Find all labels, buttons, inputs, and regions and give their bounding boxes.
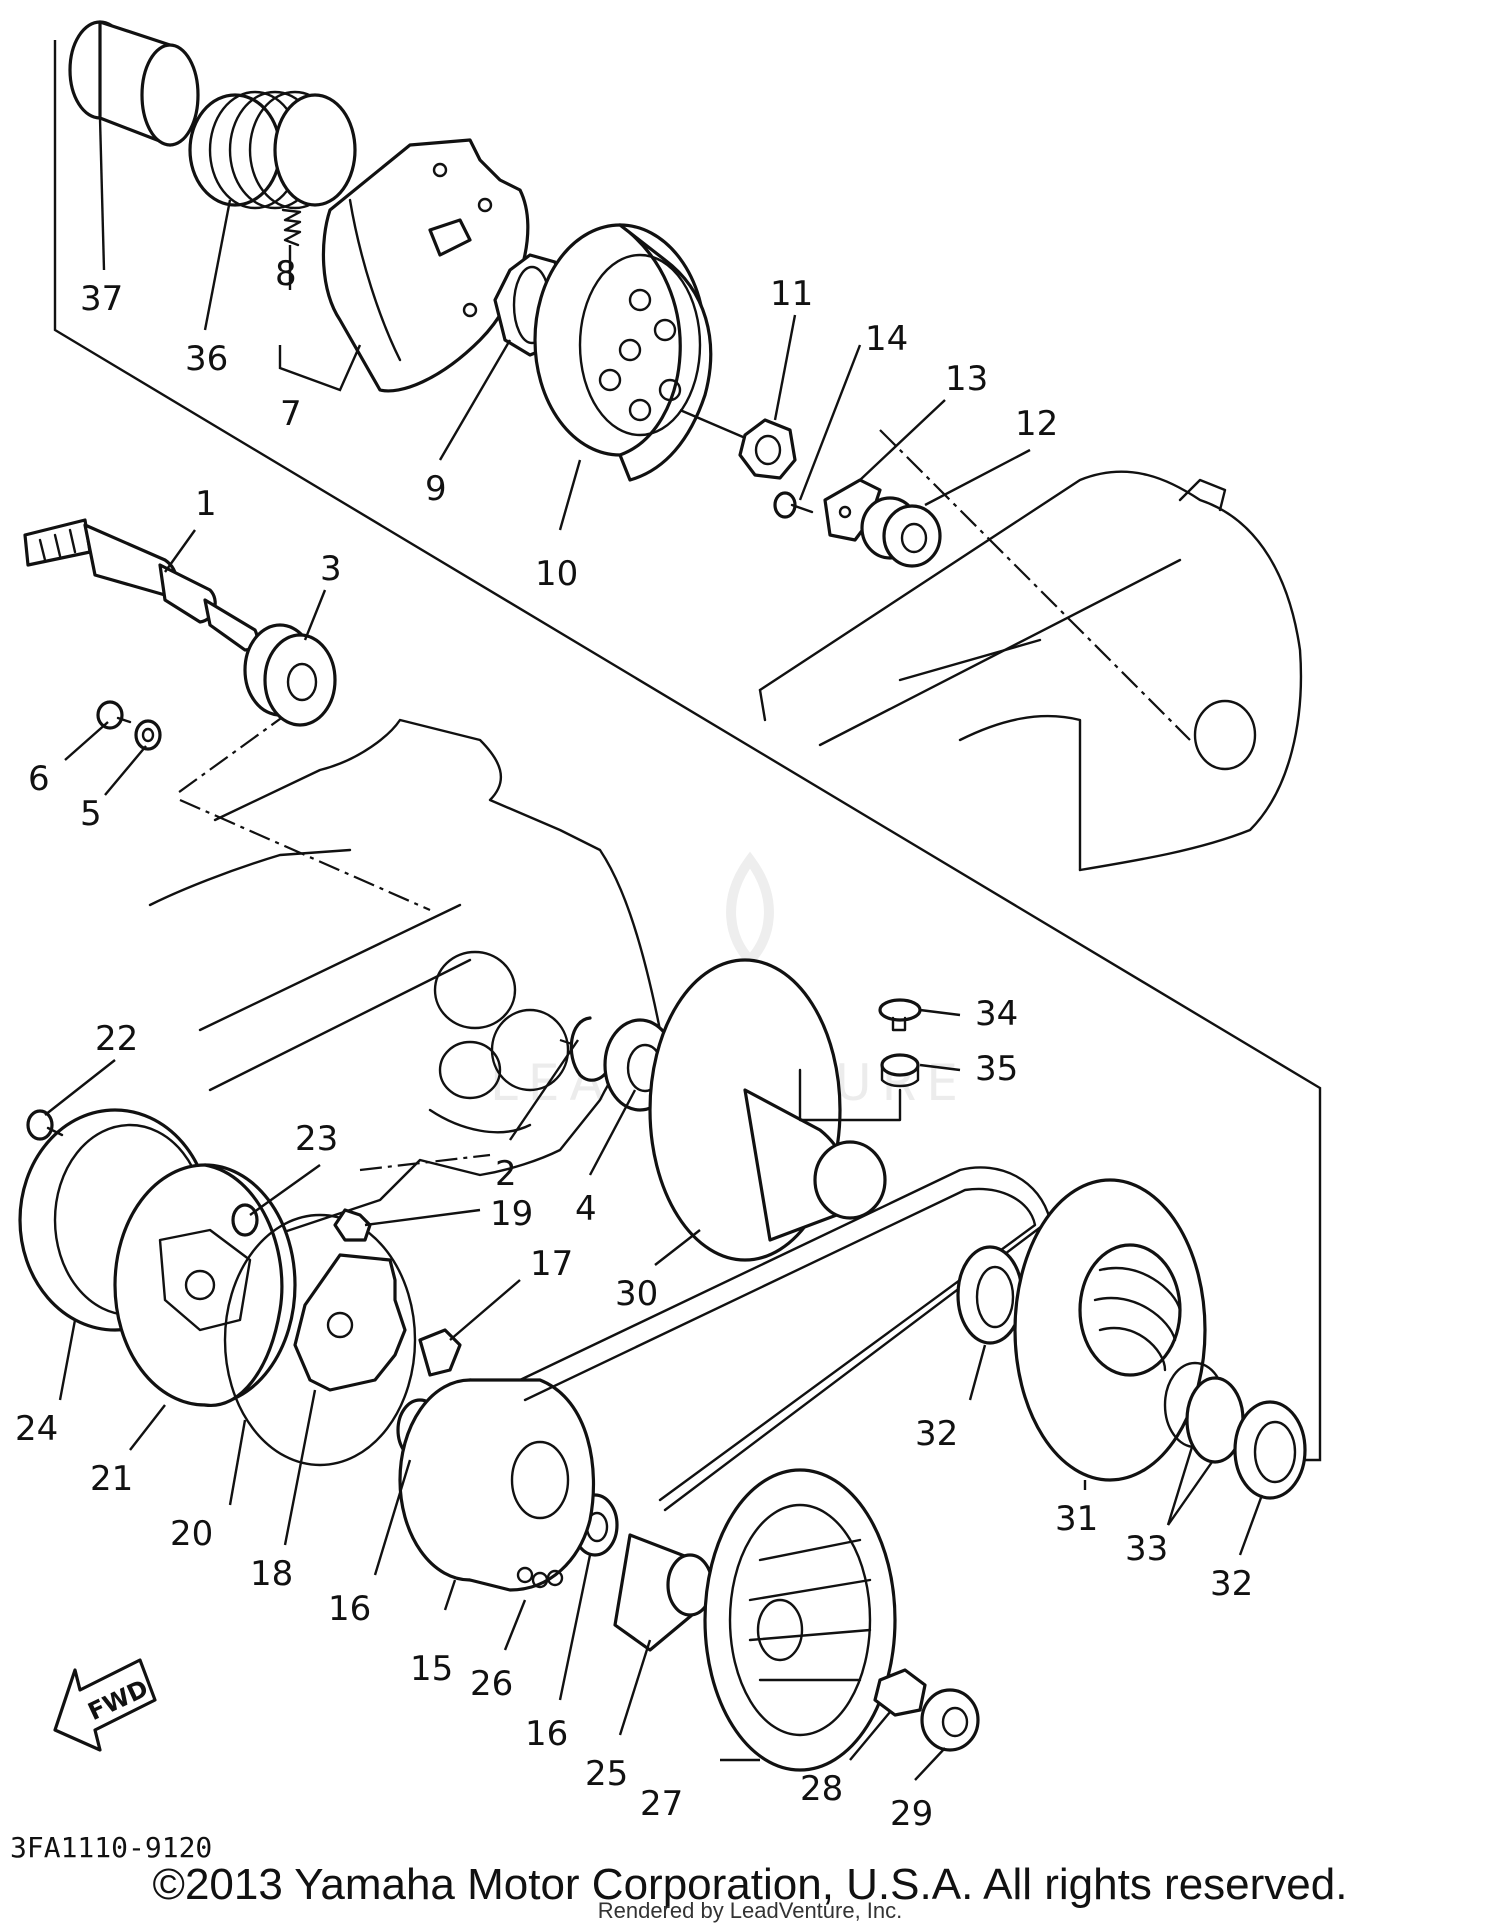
leader-lines bbox=[44, 117, 1264, 1781]
callout-18: 18 bbox=[250, 1554, 293, 1594]
part-8-small-spring bbox=[281, 208, 302, 247]
part-10-clutch-housing bbox=[533, 223, 751, 482]
callout-23: 23 bbox=[295, 1119, 338, 1159]
callout-15: 15 bbox=[410, 1649, 453, 1689]
callout-8: 8 bbox=[275, 254, 297, 294]
callout-27: 27 bbox=[640, 1784, 683, 1824]
callout-24: 24 bbox=[15, 1409, 58, 1449]
callout-10: 10 bbox=[535, 554, 578, 594]
part-17-slider bbox=[418, 1328, 462, 1377]
part-3-bearing bbox=[243, 623, 337, 727]
crankcase-housing bbox=[148, 718, 662, 1262]
part-20-ring bbox=[223, 1213, 417, 1467]
diagram-code: 3FA1110-9120 bbox=[10, 1831, 212, 1864]
copyright-notice: ©2013 Yamaha Motor Corporation, U.S.A. A… bbox=[152, 1860, 1348, 1909]
callout-5: 5 bbox=[80, 794, 102, 834]
part-6-bolt bbox=[96, 700, 132, 730]
part-7-clutch-carrier bbox=[321, 138, 530, 393]
callout-2: 2 bbox=[495, 1154, 517, 1194]
callout-6: 6 bbox=[28, 759, 50, 799]
part-25-collar bbox=[613, 1533, 714, 1652]
part-30-sliding-sheave bbox=[648, 958, 902, 1262]
part-28-nut bbox=[873, 1668, 927, 1717]
callout-17: 17 bbox=[530, 1244, 573, 1284]
part-37-clutch-cup bbox=[68, 20, 200, 147]
part-32-oil-seal-a bbox=[956, 1245, 1024, 1345]
part-32-oil-seal-b bbox=[1233, 1400, 1307, 1500]
callout-21: 21 bbox=[90, 1459, 133, 1499]
part-26-rollers bbox=[516, 1566, 564, 1589]
callout-36: 36 bbox=[185, 339, 228, 379]
part-15-primary-sheave bbox=[398, 1378, 596, 1592]
callout-31: 31 bbox=[1055, 1499, 1098, 1539]
part-1-shaft bbox=[23, 518, 259, 652]
callout-29: 29 bbox=[890, 1794, 933, 1834]
callout-22: 22 bbox=[95, 1019, 138, 1059]
callout-25: 25 bbox=[585, 1754, 628, 1794]
callout-13: 13 bbox=[945, 359, 988, 399]
callout-34: 34 bbox=[975, 994, 1018, 1034]
callout-9: 9 bbox=[425, 469, 447, 509]
callout-12: 12 bbox=[1015, 404, 1058, 444]
part-29-nut bbox=[920, 1688, 980, 1752]
rendered-by-credit: Rendered by LeadVenture, Inc. bbox=[597, 1898, 903, 1923]
part-22-bolt bbox=[26, 1109, 64, 1141]
callout-33: 33 bbox=[1125, 1529, 1168, 1569]
part-11-nut bbox=[738, 418, 797, 480]
part-19-clip bbox=[333, 1208, 372, 1242]
part-5-washer bbox=[134, 719, 162, 751]
part-27-fan-pulley bbox=[703, 1468, 897, 1772]
callout-16a: 16 bbox=[328, 1589, 371, 1629]
callout-16b: 16 bbox=[525, 1714, 568, 1754]
callout-32b: 32 bbox=[1210, 1564, 1253, 1604]
part-12-bearing bbox=[860, 496, 942, 568]
part-14-bolt bbox=[773, 491, 814, 519]
callout-28: 28 bbox=[800, 1769, 843, 1809]
callout-4: 4 bbox=[575, 1189, 597, 1229]
callout-20: 20 bbox=[170, 1514, 213, 1554]
callout-26: 26 bbox=[470, 1664, 513, 1704]
callout-1: 1 bbox=[195, 484, 217, 524]
part-18-ramp-plate bbox=[293, 1253, 407, 1392]
callout-19: 19 bbox=[490, 1194, 533, 1234]
part-34-bolt bbox=[878, 998, 922, 1032]
part-2-circlip bbox=[569, 1016, 612, 1082]
callout-3: 3 bbox=[320, 549, 342, 589]
callout-labels: 1 2 3 4 5 6 7 8 9 10 11 12 13 14 15 16 1… bbox=[15, 254, 1253, 1834]
callout-14: 14 bbox=[865, 319, 908, 359]
part-33-washers bbox=[1163, 1361, 1245, 1464]
callout-30: 30 bbox=[615, 1274, 658, 1314]
fwd-arrow-icon: FWD bbox=[53, 1658, 157, 1752]
callout-35: 35 bbox=[975, 1049, 1018, 1089]
part-31-secondary-sheave bbox=[1013, 1178, 1207, 1482]
callout-7: 7 bbox=[280, 394, 302, 434]
part-36-spring bbox=[188, 90, 357, 210]
part-35-collar bbox=[880, 1053, 920, 1088]
v-belt bbox=[518, 1166, 1052, 1512]
callout-32a: 32 bbox=[915, 1414, 958, 1454]
callout-37: 37 bbox=[80, 279, 123, 319]
crankcase-cover bbox=[758, 470, 1303, 872]
callout-11: 11 bbox=[770, 274, 813, 314]
